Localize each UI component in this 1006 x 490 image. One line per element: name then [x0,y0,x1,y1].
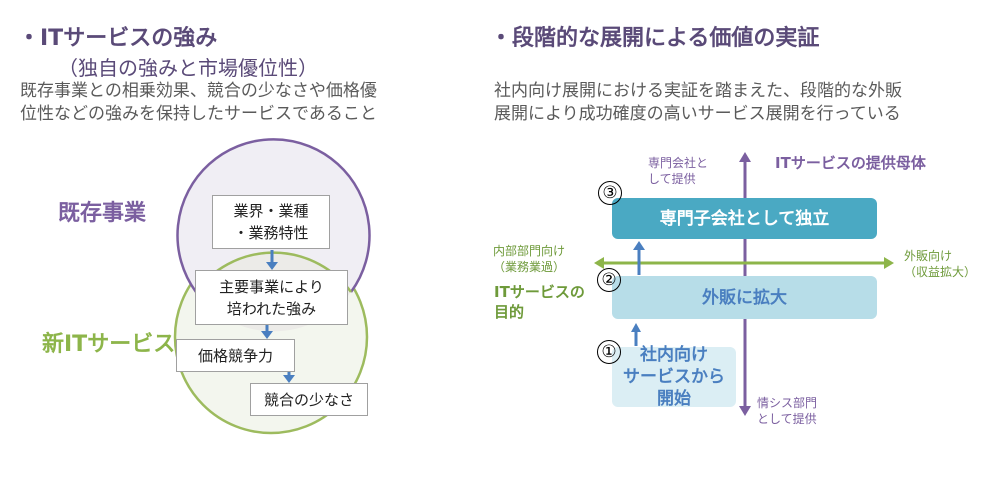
step1-box: 社内向けサービスから開始 [612,345,736,409]
axis-bottom-label: 情シス部門として提供 [757,396,818,426]
left-subtitle: （独自の強みと市場優位性） [58,56,318,80]
step2-number: ② [597,268,621,292]
axis-purpose-title: ITサービスの目的 [494,283,585,321]
step3-number: ③ [598,181,622,205]
step1-number: ① [597,340,621,364]
few-competitors-box: 競合の少なさ [250,383,368,416]
right-description: 社内向け展開における実証を踏まえた、段階的な外販 展開により成功確度の高いサービ… [494,80,902,126]
industry-box: 業界・業種・業務特性 [212,195,330,249]
step3-box: 専門子会社として独立 [612,198,877,239]
axes-overlay [594,241,894,346]
core-strength-box: 主要事業により培われた強み [195,270,348,325]
step2-box: 外販に拡大 [612,276,877,319]
arrow-up-icon [631,323,641,332]
desc-line: 社内向け展開における実証を踏まえた、段階的な外販 [494,81,902,101]
existing-business-label: 既存事業 [58,201,147,226]
new-it-service-label: 新ITサービス [42,332,176,357]
axis-left-label: 内部部門向け（業務業過） [493,244,566,274]
right-title: ・段階的な展開による価値の実証 [490,26,820,51]
axis-right-label: 外販向け（収益拡大） [904,249,977,279]
arrow-up-icon [633,241,645,250]
desc-line: 位性などの強みを保持したサービスであること [20,104,377,124]
price-competitiveness-box: 価格競争力 [176,339,295,372]
desc-line: 既存事業との相乗効果、競合の少なさや価格優 [20,81,377,101]
left-title: ・ITサービスの強み [18,26,218,51]
left-description: 既存事業との相乗効果、競合の少なさや価格優 位性などの強みを保持したサービスであ… [20,80,377,126]
desc-line: 展開により成功確度の高いサービス展開を行っている [494,104,901,124]
axis-title-provider: ITサービスの提供母体 [775,154,926,172]
axis-top-label: 専門会社として提供 [648,156,709,186]
